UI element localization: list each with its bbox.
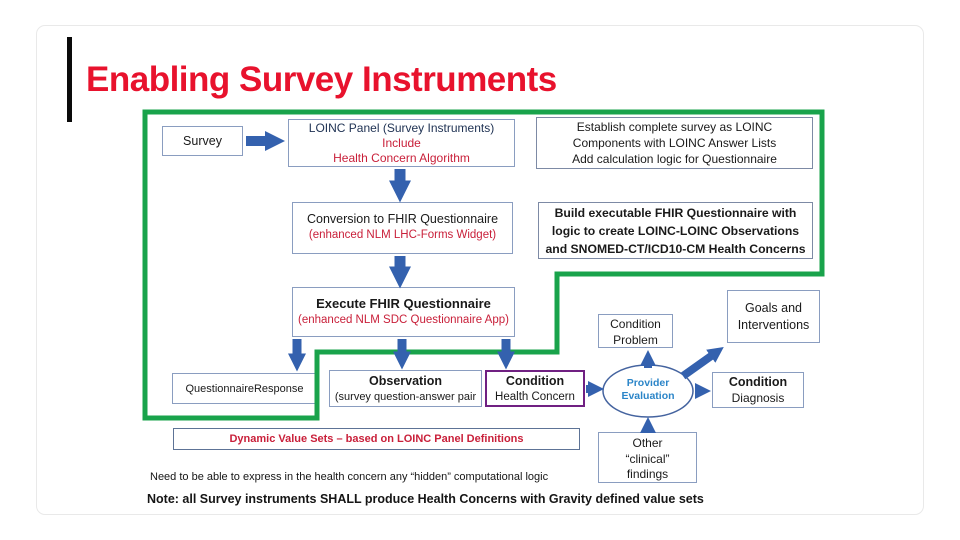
note-footnote: Note: all Survey instruments SHALL produ… [147, 492, 704, 506]
dynamic-value-sets-banner: Dynamic Value Sets – based on LOINC Pane… [173, 428, 580, 450]
other-findings-line-2: “clinical” [625, 451, 670, 466]
build-line-1: Build executable FHIR Questionnaire with [554, 206, 797, 220]
survey-node: Survey [162, 126, 243, 156]
goals-line-1: Goals and [745, 300, 802, 315]
provider-evaluation-label: Provider Evaluation [606, 377, 690, 403]
build-questionnaire-node: Build executable FHIR Questionnaire with… [538, 202, 813, 259]
loinc-panel-line-3: Health Concern Algorithm [333, 151, 470, 165]
observation-line-1: Observation [369, 374, 442, 388]
establish-line-2: Components with LOINC Answer Lists [572, 136, 777, 150]
other-findings-line-1: Other [632, 436, 663, 450]
conversion-node: Conversion to FHIR Questionnaire (enhanc… [292, 202, 513, 254]
build-line-2: logic to create LOINC-LOINC Observations [551, 224, 800, 238]
survey-label: Survey [183, 134, 222, 148]
condition-hc-line-1: Condition [505, 374, 565, 388]
establish-line-3: Add calculation logic for Questionnaire [572, 152, 777, 166]
questionnaire-response-node: QuestionnaireResponse [172, 373, 317, 404]
loinc-panel-line-1: LOINC Panel (Survey Instruments) [308, 121, 495, 135]
execute-questionnaire-node: Execute FHIR Questionnaire (enhanced NLM… [292, 287, 515, 337]
need-footnote: Need to be able to express in the health… [150, 471, 549, 483]
conversion-line-1: Conversion to FHIR Questionnaire [306, 212, 499, 226]
dynamic-value-sets-label: Dynamic Value Sets – based on LOINC Pane… [229, 433, 524, 445]
condition-health-concern-node: Condition Health Concern [485, 370, 585, 407]
observation-node: Observation (survey question-answer pair [329, 370, 482, 407]
provider-line-2: Evaluation [621, 390, 675, 402]
provider-line-1: Provider [626, 377, 670, 389]
title-accent-bar [67, 37, 72, 122]
goals-interventions-node: Goals and Interventions [727, 290, 820, 343]
establish-survey-node: Establish complete survey as LOINC Compo… [536, 117, 813, 169]
execute-line-1: Execute FHIR Questionnaire [316, 296, 491, 311]
loinc-panel-line-2: Include [382, 136, 421, 150]
slide-title: Enabling Survey Instruments [86, 60, 557, 99]
observation-line-2: (survey question-answer pair [334, 391, 477, 403]
build-line-3: and SNOMED-CT/ICD10-CM Health Concerns [545, 242, 806, 256]
condition-diagnosis-line-2: Diagnosis [731, 391, 785, 405]
condition-hc-line-2: Health Concern [495, 391, 575, 403]
execute-line-2: (enhanced NLM SDC Questionnaire App) [298, 314, 509, 326]
condition-diagnosis-line-1: Condition [728, 375, 788, 389]
establish-line-1: Establish complete survey as LOINC [576, 120, 773, 134]
loinc-panel-node: LOINC Panel (Survey Instruments) Include… [288, 119, 515, 167]
condition-diagnosis-node: Condition Diagnosis [712, 372, 804, 408]
condition-problem-node: Condition Problem [598, 314, 673, 348]
other-clinical-findings-node: Other “clinical” findings [598, 432, 697, 483]
condition-problem-line-2: Problem [613, 333, 658, 347]
goals-line-2: Interventions [737, 317, 810, 332]
other-findings-line-3: findings [626, 467, 669, 481]
conversion-line-2: (enhanced NLM LHC-Forms Widget) [308, 229, 497, 241]
questionnaire-response-label: QuestionnaireResponse [185, 382, 304, 395]
condition-problem-line-1: Condition [610, 317, 661, 331]
